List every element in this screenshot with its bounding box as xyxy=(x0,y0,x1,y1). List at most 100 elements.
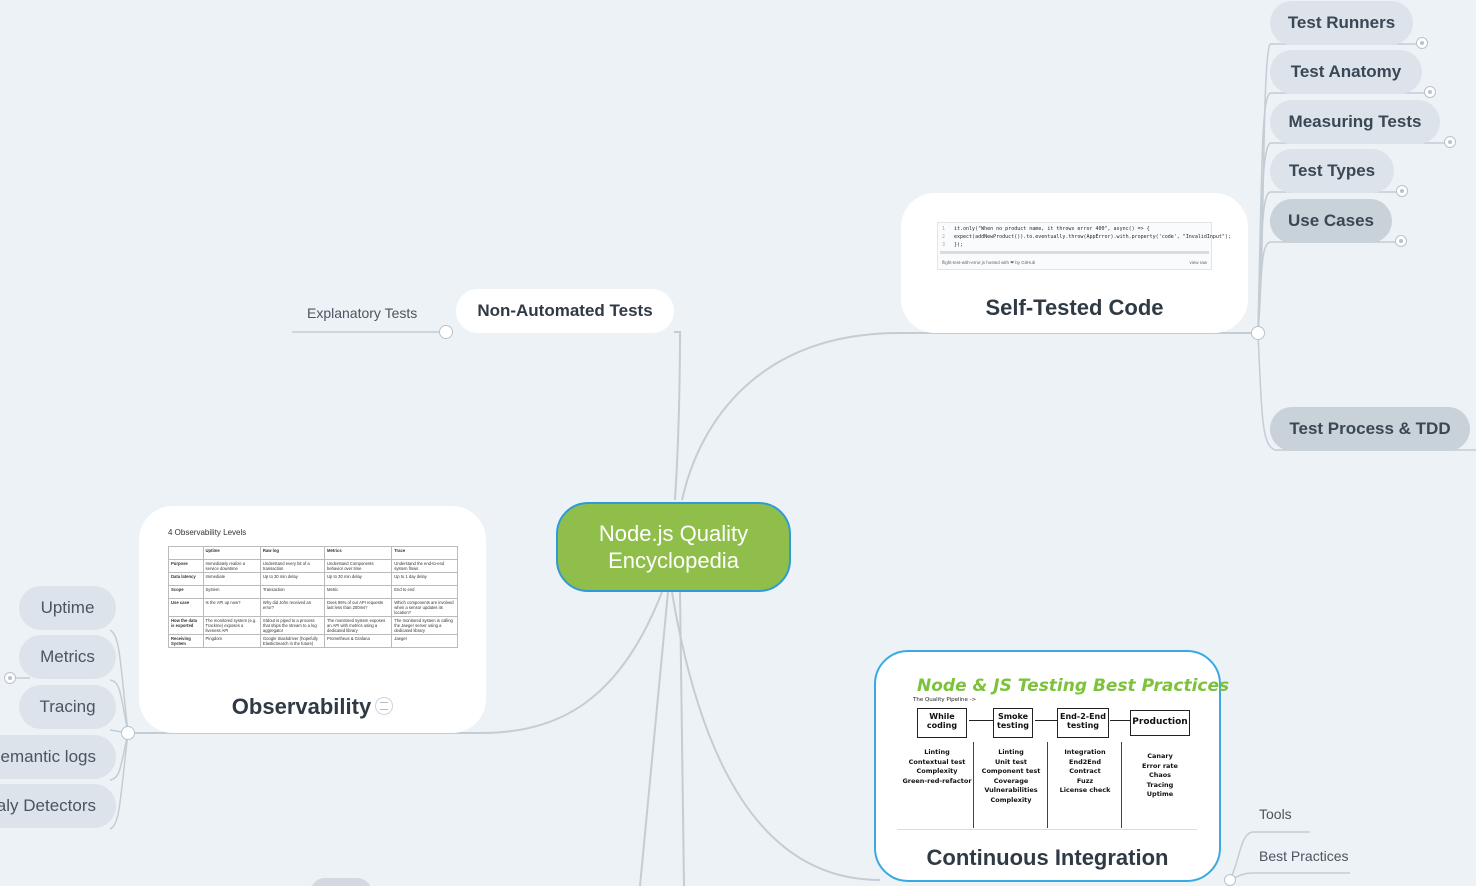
pipeline-arrow xyxy=(969,720,993,721)
table-row: Receiving System Pingdom Google Stackdri… xyxy=(168,634,458,648)
subtopic-label: Use Cases xyxy=(1287,211,1374,230)
collapse-toggle[interactable] xyxy=(1224,874,1236,886)
divider xyxy=(1121,742,1122,828)
table-cell: Which components are involved when a sen… xyxy=(391,598,458,617)
observability-table-image: 4 Observability Levels Uptime Raw log Me… xyxy=(168,528,460,678)
table-cell: Why did John received an error? xyxy=(259,598,325,617)
topic-title-text: Observability xyxy=(231,694,372,719)
divider xyxy=(973,742,974,828)
subtopic-semantic-logs[interactable]: Semantic logs xyxy=(0,735,116,779)
table-cell: Prometheus & Grafana xyxy=(323,634,393,648)
table-cell: Understand every bit of a transaction xyxy=(259,559,325,573)
central-topic-label: Node.js Quality Encyclopedia xyxy=(598,521,749,573)
subtopic-tracing[interactable]: Tracing xyxy=(19,685,116,729)
subtopic-tools[interactable]: Tools xyxy=(1259,806,1292,822)
table-header-cell: Raw log xyxy=(259,546,325,560)
table-cell: Stdout is piped to a process that ships … xyxy=(259,616,325,635)
central-topic[interactable]: Node.js Quality Encyclopedia xyxy=(556,502,791,592)
topic-non-automated-tests[interactable]: Non-Automated Tests xyxy=(456,289,674,333)
list-item: Canary xyxy=(1147,752,1173,760)
subtopic-measuring-tests[interactable]: Measuring Tests xyxy=(1270,100,1440,144)
list-item: Uptime xyxy=(1146,790,1174,798)
pipeline-arrow xyxy=(1110,720,1130,721)
table-cell: Receiving System xyxy=(168,634,204,648)
code-line: expect(addNewProduct()).to.eventually.th… xyxy=(954,234,1231,240)
topic-title: Observability xyxy=(139,694,486,720)
collapse-toggle[interactable] xyxy=(1251,326,1265,340)
table-cell: Understand Components behavior over time xyxy=(323,559,393,573)
list-item: Complexity xyxy=(990,795,1032,804)
list-item: Fuzz xyxy=(1076,776,1094,785)
table-row: Data latency Immediate Up to 30 min dela… xyxy=(168,572,458,586)
stage-list-smoke: Linting Unit test Component test Coverag… xyxy=(975,748,1047,805)
list-item: Integration xyxy=(1064,748,1106,756)
stage-list-coding: Linting Contextual test Complexity Green… xyxy=(901,748,973,786)
table-header-cell xyxy=(168,546,204,560)
list-item: Coverage xyxy=(993,776,1029,785)
subtopic-label: Uptime xyxy=(40,598,95,617)
table-cell: The monitored system (e.g. Trackme) expo… xyxy=(202,616,261,635)
list-item: Linting xyxy=(924,748,950,756)
subtopic-test-process-tdd[interactable]: Test Process & TDD xyxy=(1270,407,1470,451)
code-line: }); xyxy=(954,242,964,248)
topic-title: Continuous Integration xyxy=(926,845,1169,870)
stage-list-e2e: Integration End2End Contract Fuzz Licens… xyxy=(1049,748,1121,796)
expand-toggle[interactable] xyxy=(1416,37,1428,49)
subtopic-test-runners[interactable]: Test Runners xyxy=(1270,1,1413,45)
subtopic-label: Test Types xyxy=(1288,161,1376,180)
table-cell: Up to 30 min delay xyxy=(259,572,325,586)
table-cell: Immediately realize a service downtime xyxy=(202,559,261,573)
subtopic-label: Metrics xyxy=(40,647,95,666)
table-cell: Up to 1 day delay xyxy=(391,572,458,586)
subtopic-label: Test Runners xyxy=(1287,13,1396,32)
table-cell: The monitored system is calling the Jaeg… xyxy=(391,616,458,635)
ci-pipeline-image: Node & JS Testing Best Practices The Qua… xyxy=(897,672,1229,830)
pipeline-stage: Smoke testing xyxy=(993,708,1033,738)
collapse-toggle[interactable] xyxy=(4,672,16,684)
table-cell: How the data is exported xyxy=(168,616,204,635)
subtopic-uptime[interactable]: Uptime xyxy=(19,586,116,630)
subtopic-test-anatomy[interactable]: Test Anatomy xyxy=(1270,50,1422,94)
subtopic-label: Test Process & TDD xyxy=(1289,419,1451,438)
list-item: Complexity xyxy=(916,767,958,775)
table-cell: Use case xyxy=(168,598,204,617)
topic-title: Self-Tested Code xyxy=(985,295,1164,320)
note-icon[interactable] xyxy=(375,697,394,716)
subtopic-label: Tracing xyxy=(39,697,96,716)
collapse-toggle[interactable] xyxy=(439,325,453,339)
code-view-raw: view raw xyxy=(1189,260,1207,265)
code-scrollbar xyxy=(940,251,1209,254)
observability-table: Uptime Raw log Metrics Trace Purpose Imm… xyxy=(168,546,458,648)
subtopic-use-cases[interactable]: Use Cases xyxy=(1270,199,1392,243)
subtopic-label: Anomaly Detectors xyxy=(0,796,96,815)
pipeline-stage: While coding xyxy=(917,708,967,738)
table-cell: Scope xyxy=(168,585,204,599)
table-cell: Jaeger xyxy=(391,634,458,648)
expand-toggle[interactable] xyxy=(1424,86,1436,98)
collapse-toggle[interactable] xyxy=(121,726,135,740)
subtopic-explanatory-tests[interactable]: Explanatory Tests xyxy=(307,305,418,321)
expand-toggle[interactable] xyxy=(1444,136,1456,148)
subtopic-metrics[interactable]: Metrics xyxy=(19,635,116,679)
list-item: Tracing xyxy=(1146,780,1174,789)
pipeline-label: The Quality Pipeline -> xyxy=(913,697,977,703)
table-header-cell: Metrics xyxy=(323,546,393,560)
expand-toggle[interactable] xyxy=(1395,235,1407,247)
table-row: Use case Is the API up now? Why did John… xyxy=(168,598,458,617)
subtopic-test-types[interactable]: Test Types xyxy=(1270,149,1394,193)
table-cell: Immediate xyxy=(202,572,261,586)
subtopic-best-practices[interactable]: Best Practices xyxy=(1259,848,1349,864)
partial-topic[interactable] xyxy=(310,878,372,886)
list-item: License check xyxy=(1059,786,1111,794)
list-item: Green-red-refactor xyxy=(902,776,972,785)
table-cell: Purpose xyxy=(168,559,204,573)
table-cell: Pingdom xyxy=(202,634,261,648)
expand-toggle[interactable] xyxy=(1396,185,1408,197)
list-item: Component test xyxy=(981,767,1041,775)
subtopic-anomaly-detectors[interactable]: Anomaly Detectors xyxy=(0,784,116,828)
table-cell: Up to 30 min delay xyxy=(323,572,393,586)
table-cell: Does 95% of our API requests last less t… xyxy=(323,598,393,617)
